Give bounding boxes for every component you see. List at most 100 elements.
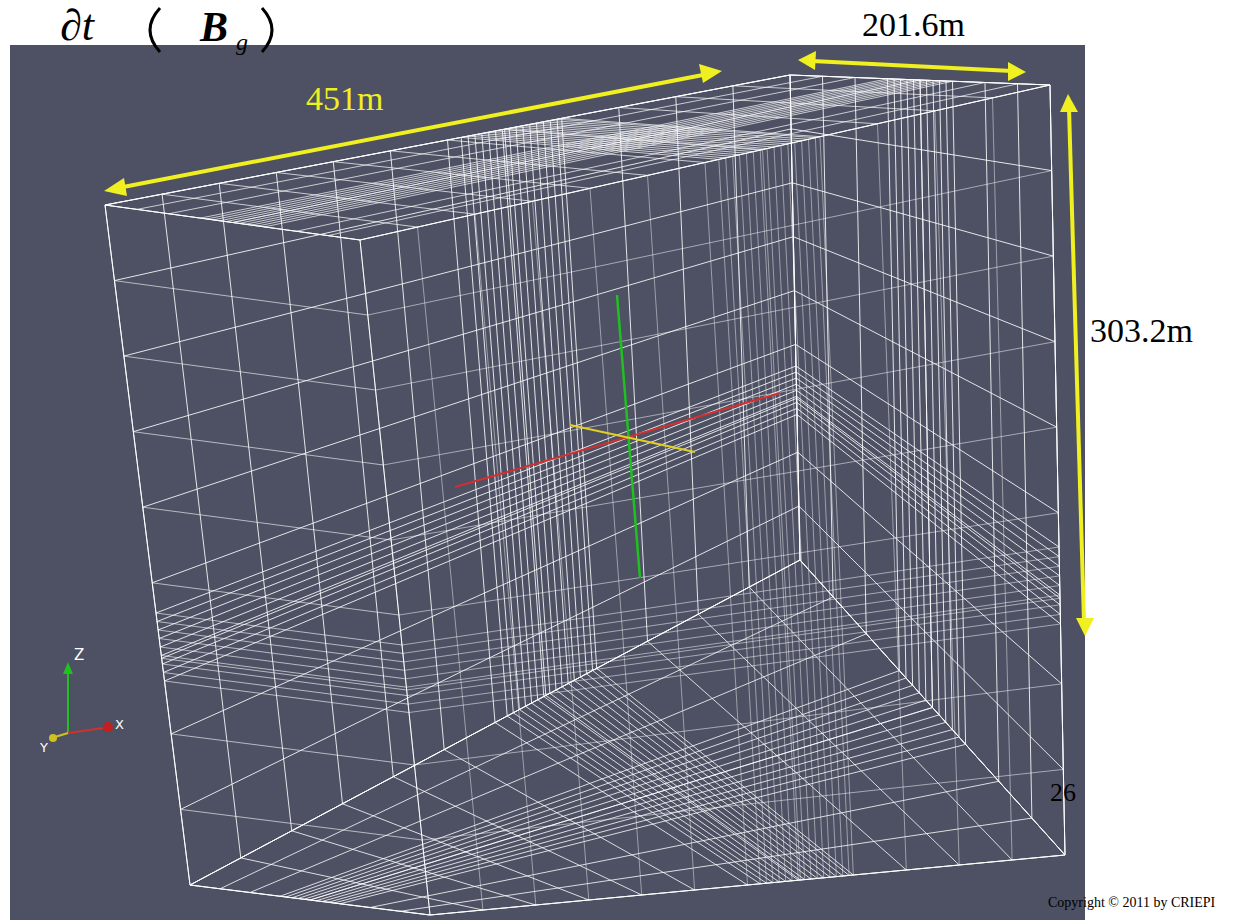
mesh-line (171, 734, 414, 765)
mesh-grid (105, 75, 1065, 915)
mesh-line (160, 390, 796, 647)
formula-symbol: ∂t (60, 4, 94, 48)
mesh-line (114, 281, 367, 315)
mesh-line (360, 85, 1050, 240)
mesh-line (258, 81, 946, 226)
formula-paren (262, 8, 272, 52)
mesh-line (430, 855, 1065, 915)
mesh-line (418, 227, 483, 910)
mesh-line (796, 378, 1059, 566)
mesh-line (360, 85, 1050, 240)
mesh-line (334, 737, 959, 903)
mesh-line (161, 656, 406, 688)
mesh-line (1050, 85, 1065, 855)
mesh-line (793, 237, 1055, 342)
mesh-line (788, 144, 824, 878)
mesh-line (190, 885, 430, 915)
mesh-line (340, 744, 966, 903)
arrow-head (699, 64, 722, 83)
formula-paren (150, 8, 160, 52)
triad-y-head (49, 734, 57, 742)
mesh-line (181, 809, 423, 840)
dimension-line (118, 74, 708, 188)
mesh-line (798, 452, 1062, 684)
mesh-line (1050, 85, 1065, 855)
mesh-line (791, 129, 1052, 171)
mesh-line (809, 139, 843, 876)
mesh-line (157, 622, 403, 654)
mesh-line (360, 240, 430, 915)
mesh-line (190, 885, 430, 915)
mesh-line (794, 291, 1056, 428)
x-axis-line (455, 393, 780, 487)
mesh-line (461, 137, 507, 716)
mesh-line (137, 76, 823, 209)
mesh-line (795, 142, 830, 877)
mesh-line (143, 507, 391, 540)
mesh-line (162, 402, 796, 664)
mesh-line (482, 134, 526, 707)
mesh-line (133, 432, 383, 465)
mesh-line (878, 124, 907, 870)
mesh-line (796, 344, 1059, 512)
mesh-line (157, 372, 796, 621)
mesh-line (276, 173, 342, 804)
mesh-line (790, 75, 800, 560)
mesh-line (907, 80, 919, 693)
mesh-line (509, 128, 550, 693)
axis-label: Y (40, 741, 48, 754)
page-number: 26 (1050, 780, 1076, 806)
dimension-label: 303.2m (1090, 314, 1193, 348)
axis-label: Z (74, 648, 84, 663)
mesh-line (360, 240, 430, 915)
mesh-line (993, 98, 1013, 860)
mesh-line (105, 205, 190, 885)
axis-triad (49, 662, 113, 742)
mesh-line (162, 398, 797, 658)
mesh-line (496, 131, 538, 700)
mesh-line (1050, 85, 1065, 855)
mesh-line (156, 613, 402, 645)
mesh-line (328, 84, 1017, 236)
viewport-background (10, 45, 1085, 920)
arrow-head (104, 178, 127, 196)
mesh-line (158, 630, 404, 662)
mesh-line (165, 415, 798, 682)
mesh-line (162, 664, 407, 696)
mesh-line (160, 647, 405, 679)
mesh-line (763, 150, 801, 880)
mesh-line (820, 137, 853, 875)
mesh-line (475, 214, 536, 905)
mesh-line (502, 130, 544, 697)
arrow-head (1076, 618, 1094, 636)
triad-x-head (103, 722, 113, 732)
mesh-line (152, 344, 795, 582)
mesh-line (105, 205, 360, 240)
triad-z (67, 672, 69, 733)
triad-z-head (63, 662, 73, 674)
mesh-line (133, 237, 793, 432)
mesh-line (252, 81, 940, 225)
mesh-line (953, 81, 966, 744)
mesh-line (796, 366, 1059, 547)
mesh-line (901, 79, 913, 685)
mesh-line (143, 291, 795, 508)
mesh-line (505, 129, 546, 695)
mesh-line (914, 80, 926, 700)
axis-label: X (115, 718, 124, 731)
mesh-line (719, 159, 760, 883)
y-axis-line (570, 425, 695, 452)
mesh-line (220, 597, 833, 889)
mesh-line (105, 75, 790, 205)
mesh-line (190, 560, 800, 885)
formula-symbol: B (200, 6, 228, 48)
mesh-line (105, 75, 790, 205)
arrow-head (1060, 94, 1078, 112)
mesh-line (105, 75, 790, 205)
dimension-label: 451m (306, 82, 383, 116)
mesh-line (152, 583, 399, 615)
mesh-line (163, 673, 408, 705)
triad-y (55, 733, 68, 737)
mesh-line (169, 78, 855, 214)
mesh-line (156, 366, 796, 613)
